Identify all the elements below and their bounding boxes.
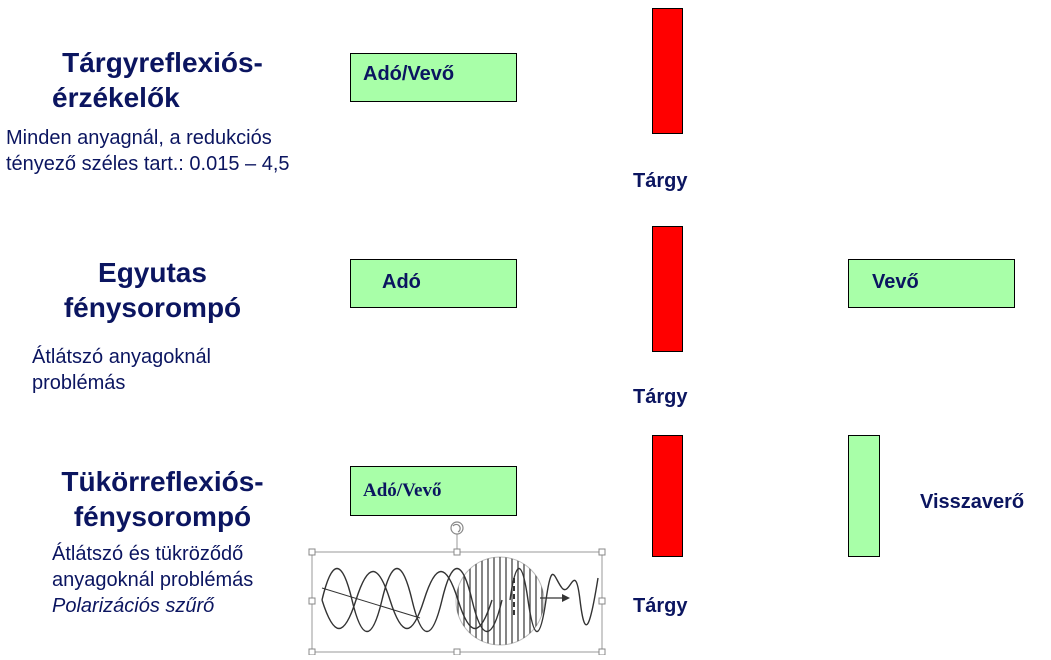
row3-desc-line1: Átlátszó és tükröződő [52,543,244,565]
row1-desc-line1: Minden anyagnál, a redukciós [6,127,272,149]
polarization-svg [308,521,606,656]
row1-desc-line2: tényező széles tart.: 0.015 – 4,5 [6,153,290,175]
row1-title-line2: érzékelők [52,82,180,113]
row2-title-line1: Egyutas [98,257,207,288]
row3-object [652,435,683,557]
row2-receiver-box: Vevő [848,259,1015,308]
row1-title-line1: Tárgyreflexiós- [62,47,263,78]
row3-transceiver-box: Adó/Vevő [350,466,517,516]
row2-title: Egyutas fénysorompó [40,255,265,325]
row3-object-label: Tárgy [633,595,688,617]
row3-desc-line2: anyagoknál problémás [52,569,254,591]
row2-desc-line2: problémás [32,372,126,394]
row3-title-line2: fénysorompó [73,501,252,532]
row1-object-label: Tárgy [633,170,688,192]
row3-transceiver-label: Adó/Vevő [363,480,442,501]
row1-transceiver-label: Adó/Vevő [363,63,455,85]
row1-transceiver-box: Adó/Vevő [350,53,517,102]
row3-reflector-label: Visszaverő [920,491,1025,513]
rotate-handle-icon [450,521,464,535]
row2-object-label: Tárgy [633,386,688,408]
row2-title-line2: fénysorompó [63,292,242,323]
row2-transmitter-box: Adó [350,259,517,308]
row3-title-line1: Tükörreflexiós- [61,466,264,497]
row1-object [652,8,683,134]
row3-title: Tükörreflexiós- fénysorompó [40,464,285,534]
row1-description: Minden anyagnál, a redukciós tényező szé… [6,125,366,177]
row3-desc-line3: Polarizációs szűrő [52,595,215,617]
polarization-filter-illustration[interactable] [300,518,615,656]
row2-object [652,226,683,352]
row2-transmitter-label: Adó [382,271,421,293]
row3-reflector [848,435,880,557]
row3-description: Átlátszó és tükröződő anyagoknál problém… [52,541,322,619]
row2-receiver-label: Vevő [872,271,919,293]
row2-desc-line1: Átlátszó anyagoknál [32,346,212,368]
row1-title: Tárgyreflexiós- érzékelők [40,45,285,115]
row2-description: Átlátszó anyagoknál problémás [32,344,292,396]
